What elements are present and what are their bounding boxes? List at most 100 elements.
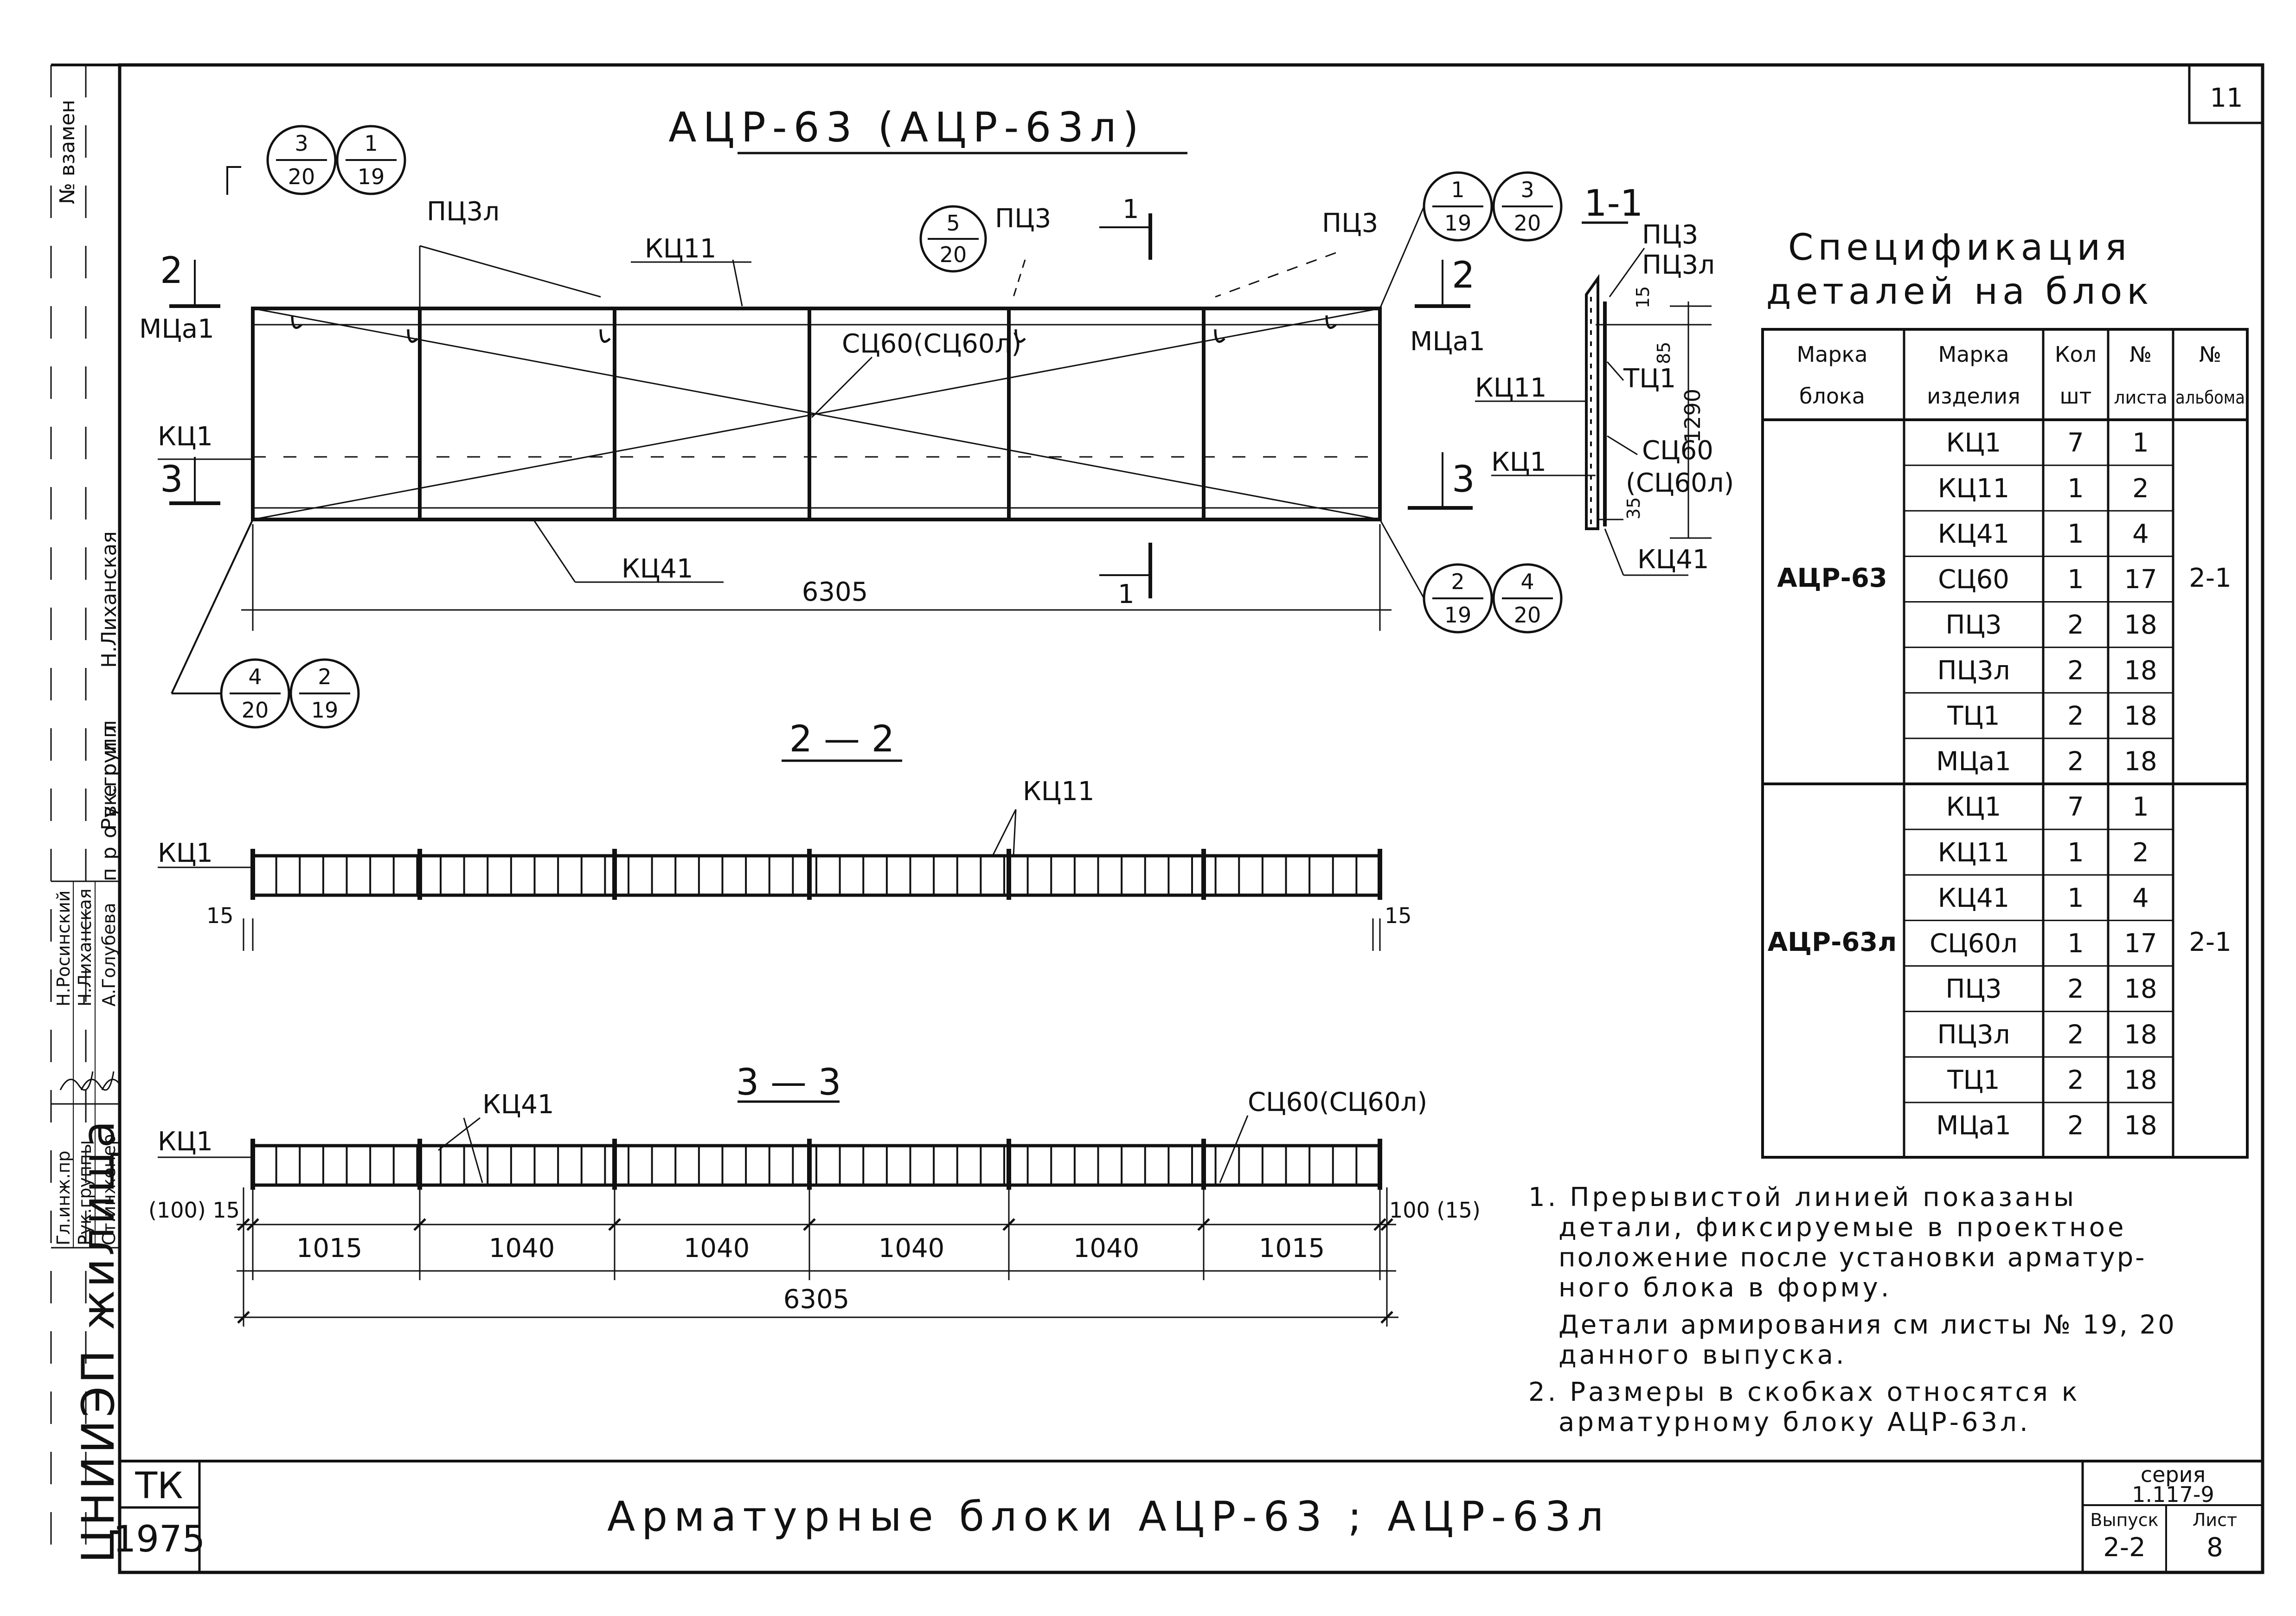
title-tk: ТК	[135, 1465, 183, 1507]
spec-cell: МЦа1	[1936, 747, 2011, 777]
svg-text:20: 20	[288, 164, 315, 189]
issue-label: Выпуск	[2090, 1510, 2158, 1530]
spec-cell: 2	[2067, 655, 2084, 686]
spec-cell: 1	[2067, 838, 2084, 868]
sheet-number: 11	[2210, 83, 2243, 113]
svg-text:положение после установки арма: положение после установки арматур-	[1558, 1243, 2147, 1273]
svg-text:1015: 1015	[296, 1233, 363, 1263]
title-main: Арматурные блоки АЦР-63 ; АЦР-63л	[607, 1493, 1610, 1540]
svg-text:2. Размеры в скобках относятся: 2. Размеры в скобках относятся к	[1528, 1377, 2080, 1407]
cut-marker-3: 3 3	[160, 452, 1475, 510]
svg-text:20: 20	[242, 698, 269, 723]
spec-cell: 2	[2067, 1065, 2084, 1095]
bubble-pair-bottom-left: 4 20 2 19	[171, 519, 360, 729]
section-1-1-title: 1-1	[1584, 183, 1643, 224]
spec-block-1: АЦР-63	[1777, 563, 1887, 593]
svg-text:данного выпуска.: данного выпуска.	[1558, 1340, 1847, 1370]
svg-text:3: 3	[160, 459, 183, 500]
svg-text:шт: шт	[2060, 384, 2092, 409]
section-1-1: 1-1 1290 85 15 35 ПЦ3 ПЦ3л КЦ11 ТЦ1 КЦ1 …	[1475, 183, 1734, 576]
spec-cell: 1	[2067, 929, 2084, 959]
svg-text:4: 4	[1520, 569, 1534, 594]
svg-text:19: 19	[1444, 211, 1472, 236]
spec-cell: 18	[2124, 610, 2157, 640]
series-label: серия	[2141, 1462, 2206, 1487]
spec-cell: 1	[2132, 792, 2149, 822]
spec-cell: 2	[2067, 974, 2084, 1004]
spec-cell: 2	[2132, 474, 2149, 504]
label-sts60: СЦ60(СЦ60л)	[842, 329, 1021, 359]
spec-title-1: Спецификация	[1788, 227, 2131, 269]
spec-cell: ТЦ1	[1947, 1065, 2000, 1095]
spec-cell: СЦ60л	[1930, 929, 2018, 959]
spec-cell: ТЦ1	[1947, 701, 2000, 731]
spec-cell: 2	[2067, 1111, 2084, 1141]
svg-text:Н.Росинский: Н.Росинский	[53, 891, 74, 1007]
svg-text:2: 2	[1452, 255, 1475, 296]
spec-cell: ПЦ3	[1945, 610, 2001, 640]
svg-text:1: 1	[1451, 177, 1464, 202]
drawing-title: АЦР-63 (АЦР-63л)	[668, 103, 1145, 151]
svg-text:19: 19	[358, 164, 385, 189]
svg-text:15: 15	[206, 903, 234, 928]
svg-text:А.Голубева: А.Голубева	[99, 903, 119, 1007]
spec-cell: КЦ11	[1938, 474, 2010, 504]
spec-title-2: деталей на блок	[1766, 271, 2154, 313]
sheet-frame	[118, 63, 2264, 1574]
spec-cell: 17	[2124, 929, 2157, 959]
spec-cell: 2	[2132, 838, 2149, 868]
svg-text:ПЦ3: ПЦ3	[1642, 220, 1698, 250]
spec-cell: 18	[2124, 701, 2157, 731]
section-2-2: 2 — 2 КЦ11 КЦ1 15 15	[158, 718, 1412, 951]
notes: 1. Прерывистой линией показаны детали, ф…	[1528, 1182, 2176, 1437]
side-stamp: № взамен проверил Рук.групп Н.Лиханская …	[50, 65, 124, 1572]
svg-text:2: 2	[1451, 569, 1464, 594]
svg-text:(СЦ60л): (СЦ60л)	[1626, 468, 1734, 498]
spec-album-1: 2-1	[2189, 563, 2231, 593]
spec-album-2: 2-1	[2189, 927, 2231, 957]
svg-text:Н.Лиханская: Н.Лиханская	[97, 531, 121, 668]
cut-marker-1: 1 1	[1099, 194, 1152, 609]
spec-cell: ПЦ3л	[1937, 655, 2010, 686]
spec-cell: 2	[2067, 1020, 2084, 1050]
spec-cell: 1	[2067, 564, 2084, 595]
title-block: ТК 1975 Арматурные блоки АЦР-63 ; АЦР-63…	[113, 1461, 2263, 1572]
sheet-label: Лист	[2193, 1510, 2237, 1530]
svg-text:2: 2	[318, 664, 331, 689]
spec-cell: КЦ11	[1938, 838, 2010, 868]
specification: Спецификация деталей на блок Марка блока…	[1761, 227, 2249, 1159]
bubble-pair-bottom-right: 2 19 4 20	[1423, 563, 1563, 634]
svg-text:Кол: Кол	[2055, 342, 2097, 367]
label-pts3l: ПЦ3л	[427, 197, 500, 227]
svg-text:35: 35	[1623, 497, 1644, 519]
svg-text:19: 19	[1444, 603, 1472, 628]
cut-marker-2: 2 2	[160, 250, 1475, 308]
svg-text:1040: 1040	[684, 1233, 750, 1263]
spec-cell: 4	[2132, 519, 2149, 549]
svg-text:3: 3	[295, 131, 308, 156]
issue-value: 2-2	[2103, 1533, 2145, 1563]
svg-text:15: 15	[1633, 286, 1653, 308]
label-kts11-22: КЦ11	[1023, 776, 1095, 807]
sheet-value: 8	[2206, 1533, 2223, 1563]
svg-text:СЦ60: СЦ60	[1642, 436, 1713, 466]
svg-text:1: 1	[364, 131, 378, 156]
spec-cell: 18	[2124, 974, 2157, 1004]
svg-text:1290: 1290	[1680, 389, 1705, 443]
svg-text:Детали армирования см листы №: Детали армирования см листы № 19, 20	[1558, 1310, 2176, 1340]
label-pts3-right: ПЦ3	[1322, 208, 1378, 238]
spec-cell: 18	[2124, 747, 2157, 777]
spec-cell: 1	[2067, 519, 2084, 549]
svg-text:альбома: альбома	[2175, 387, 2245, 408]
svg-text:3: 3	[1452, 459, 1475, 500]
svg-text:1040: 1040	[1073, 1233, 1140, 1263]
label-kts1-33: КЦ1	[158, 1127, 213, 1157]
org-stamp: ЦНИИЭП жилища	[72, 1118, 124, 1563]
bubble-pair-top-left: 3 20 1 19	[226, 125, 406, 195]
svg-text:листа: листа	[2114, 387, 2167, 408]
svg-text:6305: 6305	[802, 577, 868, 607]
spec-cell: КЦ41	[1938, 519, 2010, 549]
svg-text:КЦ41: КЦ41	[1637, 545, 1709, 575]
label-sts60-33: СЦ60(СЦ60л)	[1248, 1087, 1427, 1117]
svg-text:20: 20	[1514, 211, 1541, 236]
